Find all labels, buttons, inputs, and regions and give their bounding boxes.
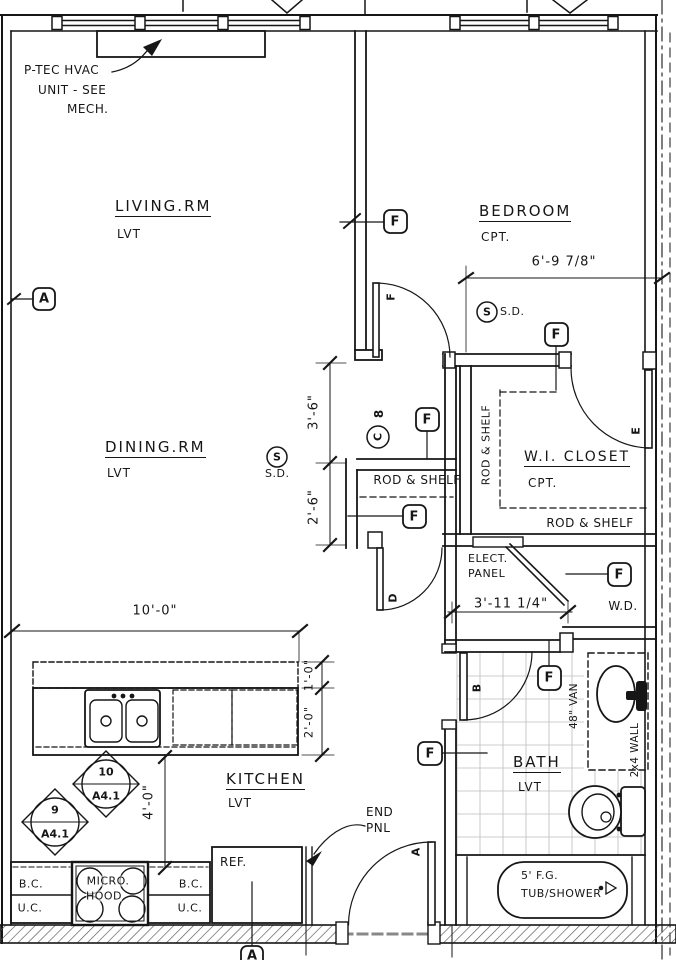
interior-walls [305, 30, 657, 958]
room-finish-wi-closet: CPT. [528, 476, 558, 490]
smoke-detector-label: S.D. [500, 305, 525, 318]
dim-base-depth: 2'-0" [301, 705, 316, 739]
smoke-detector-symbol [476, 301, 498, 323]
electrical-panel [472, 536, 524, 548]
dimension-lines [3, 265, 671, 876]
window-tag-icon [270, 0, 304, 14]
dim-kitchen-run: 10'-0" [132, 603, 178, 619]
base-cabinet-label: B.C. [18, 877, 44, 891]
room-label-dining: DINING.RM [105, 438, 206, 458]
window-tag-icon [551, 0, 589, 14]
elect-panel-line2: PANEL [468, 567, 506, 580]
section-marker-number: 9 [51, 803, 59, 817]
room-finish-bath: LVT [518, 780, 542, 794]
upper-cabinets [32, 661, 299, 689]
tub-shower [497, 861, 628, 919]
smoke-detector-symbol [266, 446, 288, 468]
dim-closet-3-6: 3'-6" [306, 394, 322, 430]
rod-shelf-label-closet: ROD & SHELF [546, 516, 634, 530]
micro-hood-line1: MICRO. [86, 874, 130, 888]
section-marker-sheet: A4.1 [92, 789, 120, 803]
toilet [568, 785, 646, 839]
section-marker-10 [72, 750, 140, 818]
door-letter-f: F [384, 293, 398, 301]
upper-cabinet-label: U.C. [17, 901, 43, 915]
rod-shelf-label-vertical: ROD & SHELF [479, 404, 493, 486]
tag-leaders [6, 212, 609, 949]
upper-cabinet-label: U.C. [177, 901, 203, 915]
rod-shelf-dashed-lines [359, 389, 649, 509]
door-letter-d: D [386, 593, 400, 603]
base-cabinet-label: B.C. [178, 877, 204, 891]
fixture-tag-f: F [551, 327, 561, 343]
tag-shapes [21, 209, 632, 960]
smoke-detector-s: S [273, 450, 281, 464]
2x4-wall-label: 2x4 WALL [628, 722, 641, 778]
door-letter-e: E [629, 427, 643, 435]
room-label-bath: BATH [513, 753, 561, 773]
cabinet-right [147, 861, 211, 924]
room-finish-kitchen: LVT [228, 796, 252, 810]
section-marker-9 [21, 788, 89, 856]
doors [335, 282, 653, 945]
section-marker-number: 10 [98, 765, 114, 779]
room-label-wi-closet: W.I. CLOSET [524, 449, 631, 467]
vanity [587, 652, 649, 771]
circuit-tag-letter: C [371, 432, 385, 442]
hvac-note-line1: P-TEC HVAC [24, 63, 100, 77]
circuit-tag-circle [366, 425, 390, 449]
windows [51, 0, 619, 31]
room-finish-bedroom: CPT. [481, 230, 511, 244]
door-letter-b: B [470, 683, 484, 693]
room-label-living: LIVING.RM [115, 197, 212, 217]
room-label-kitchen: KITCHEN [226, 770, 305, 790]
circuit-tag-number: 8 [372, 409, 386, 419]
hvac-unit [96, 30, 266, 73]
refrigerator-label: REF. [220, 855, 247, 869]
dim-bedroom-width: 6'-9 7/8" [531, 254, 597, 270]
room-finish-dining: LVT [107, 466, 131, 480]
fixture-tag-f: F [614, 567, 624, 583]
tub-label-line2: TUB/SHOWER [521, 887, 602, 900]
room-label-bedroom: BEDROOM [479, 202, 572, 222]
end-panel-line2: PNL [366, 821, 391, 835]
smoke-detector-s: S [483, 305, 491, 319]
dishwasher [172, 689, 233, 746]
kitchen-fixtures [10, 661, 313, 927]
fixture-tag-f: F [422, 412, 432, 428]
hvac-note-line2: UNIT - SEE [38, 83, 107, 97]
fixture-tag-f: F [409, 509, 419, 525]
elect-panel-line1: ELECT. [468, 552, 508, 565]
micro-hood-line2: HOOD [85, 889, 123, 903]
bath-fixtures [497, 652, 649, 919]
dim-kitchen-aisle: 4'-0" [141, 784, 157, 820]
kitchen-sink [84, 689, 161, 748]
fixture-tag-f: F [425, 746, 435, 762]
base-counter [32, 687, 299, 756]
fixture-tag-f: F [544, 670, 554, 686]
smoke-detector-label: S.D. [265, 467, 290, 480]
fixture-tag-f: F [390, 214, 400, 230]
dim-hall-width: 3'-11 1/4" [473, 596, 549, 612]
tub-label-line1: 5' F.G. [521, 869, 559, 882]
dim-upper-depth: 1'-0" [301, 658, 316, 692]
washer-dryer-label: W.D. [608, 599, 638, 613]
door-letter-a: A [409, 847, 423, 857]
hvac-note-line3: MECH. [67, 102, 109, 116]
section-marker-sheet: A4.1 [41, 827, 69, 841]
wall-tag-a: A [38, 291, 50, 307]
vanity-label: 48" VAN [567, 683, 580, 729]
refrigerator [211, 846, 303, 924]
rod-shelf-label-hall: ROD & SHELF [373, 473, 461, 487]
faucet-icon [636, 681, 647, 711]
dim-closet-2-6: 2'-6" [306, 489, 322, 525]
wall-tag-a: A [246, 948, 258, 960]
end-panel-line1: END [366, 805, 394, 819]
room-finish-living: LVT [117, 227, 141, 241]
